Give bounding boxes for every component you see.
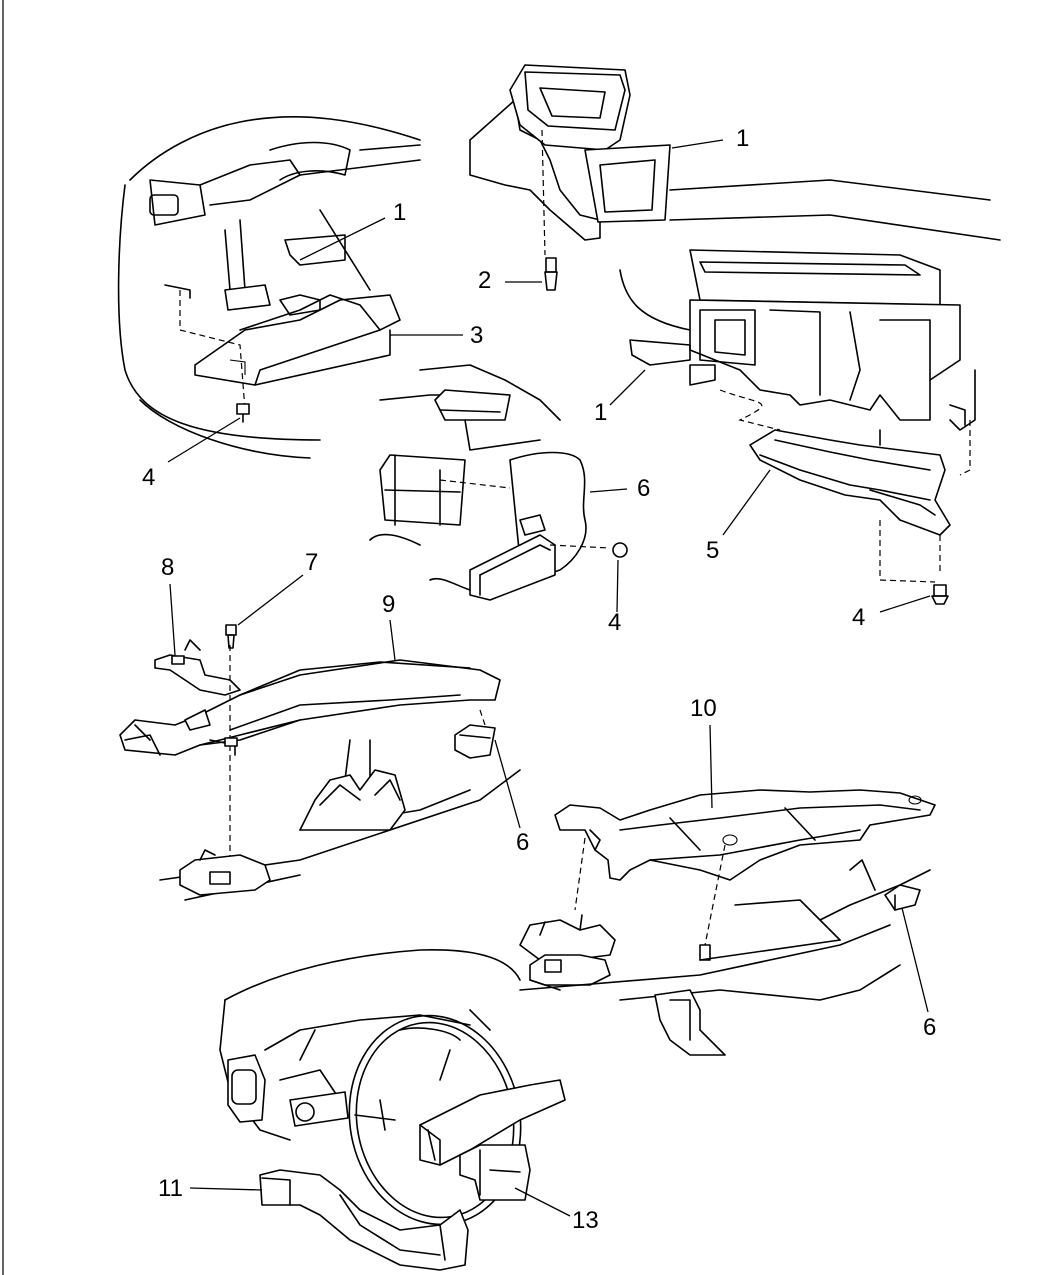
callout-1-heater-housing: 1 <box>594 399 607 426</box>
callout-2-screw: 2 <box>478 267 491 294</box>
dashboard-center-assembly <box>117 116 421 459</box>
upper-duct-assembly <box>469 64 671 291</box>
callout-11-duct: 11 <box>158 1175 183 1202</box>
callout-13-duct: 13 <box>572 1207 599 1234</box>
callout-6-console-outlet: 6 <box>516 829 529 856</box>
heater-housing-assembly <box>619 179 1001 605</box>
callout-5-duct: 5 <box>706 537 719 564</box>
callout-10-floor-duct: 10 <box>690 695 717 722</box>
callout-1-center-duct: 1 <box>393 199 406 226</box>
floor-duct-assembly <box>519 789 936 1056</box>
console-duct-assembly <box>119 624 521 901</box>
center-outlet-duct-assembly <box>369 364 628 601</box>
callout-4-right-clip: 4 <box>852 604 865 631</box>
callout-labels: 1 1 1 2 3 4 4 4 5 6 6 6 7 8 9 10 11 13 <box>142 125 936 1234</box>
callout-4-center-clip: 4 <box>608 609 621 636</box>
callout-9-console-duct: 9 <box>382 591 395 618</box>
callout-3-duct: 3 <box>470 322 483 349</box>
callout-4-left-clip: 4 <box>142 464 155 491</box>
leader-lines <box>167 139 931 1217</box>
callout-1-upper-duct: 1 <box>736 125 749 152</box>
callout-7-screw: 7 <box>305 549 318 576</box>
callout-6-floor-outlet: 6 <box>923 1014 936 1041</box>
callout-6-center-outlet: 6 <box>637 475 650 502</box>
callout-8-bracket: 8 <box>161 554 174 581</box>
instrument-panel-assembly <box>219 948 566 1271</box>
